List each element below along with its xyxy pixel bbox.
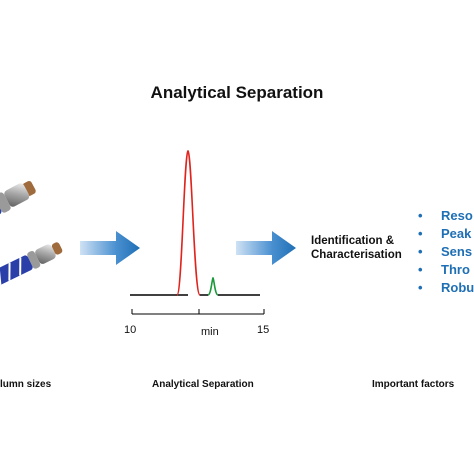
right-arrow-icon: [236, 231, 296, 265]
list-item: •Robu: [418, 280, 474, 295]
page-title: Analytical Separation: [150, 83, 324, 102]
right-arrow-icon: [80, 231, 140, 265]
factors-list: •Reso •Peak •Sens •Thro •Robu: [418, 207, 474, 297]
list-item: •Reso: [418, 208, 473, 223]
important-factors-label: Important factors: [372, 379, 455, 390]
time-axis: [131, 309, 265, 315]
analytical-separation-label: Analytical Separation: [152, 379, 254, 390]
identification-label: Identification & Characterisation: [311, 235, 402, 261]
minor-peak: [207, 276, 219, 296]
axis-max-label: 15: [257, 324, 270, 336]
list-item: •Peak: [418, 226, 472, 241]
chromatogram: [130, 149, 265, 315]
list-item: •Thro: [418, 262, 470, 277]
list-item: •Sens: [418, 244, 473, 259]
axis-min-label: 10: [124, 324, 137, 336]
column-sizes-label: lumn sizes: [0, 379, 52, 390]
hplc-column-icon: [0, 180, 63, 286]
axis-unit-label: min: [201, 326, 219, 338]
main-peak: [176, 149, 201, 296]
